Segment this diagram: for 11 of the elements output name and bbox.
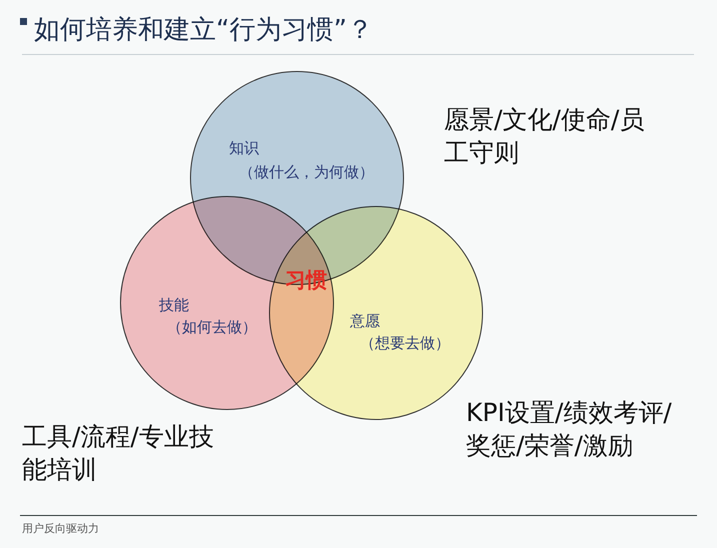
circle-heading: 技能	[159, 295, 189, 315]
circle-subtitle: （如何去做）	[167, 317, 257, 337]
note: 工具/流程/专业技能培训	[22, 421, 215, 486]
circle-subtitle: （想要去做）	[360, 333, 450, 353]
circle-subtitle: （做什么，为何做）	[239, 162, 374, 182]
circle-heading: 知识	[229, 138, 259, 158]
circle-heading: 意愿	[350, 311, 380, 331]
note: 愿景/文化/使命/员工守则	[444, 104, 646, 169]
note: KPI设置/绩效考评/奖惩/荣誉/激励	[466, 397, 673, 462]
title: 如何培养和建立“行为习惯”？	[34, 14, 373, 47]
footer-text: 用户反向驱动力	[22, 522, 99, 536]
